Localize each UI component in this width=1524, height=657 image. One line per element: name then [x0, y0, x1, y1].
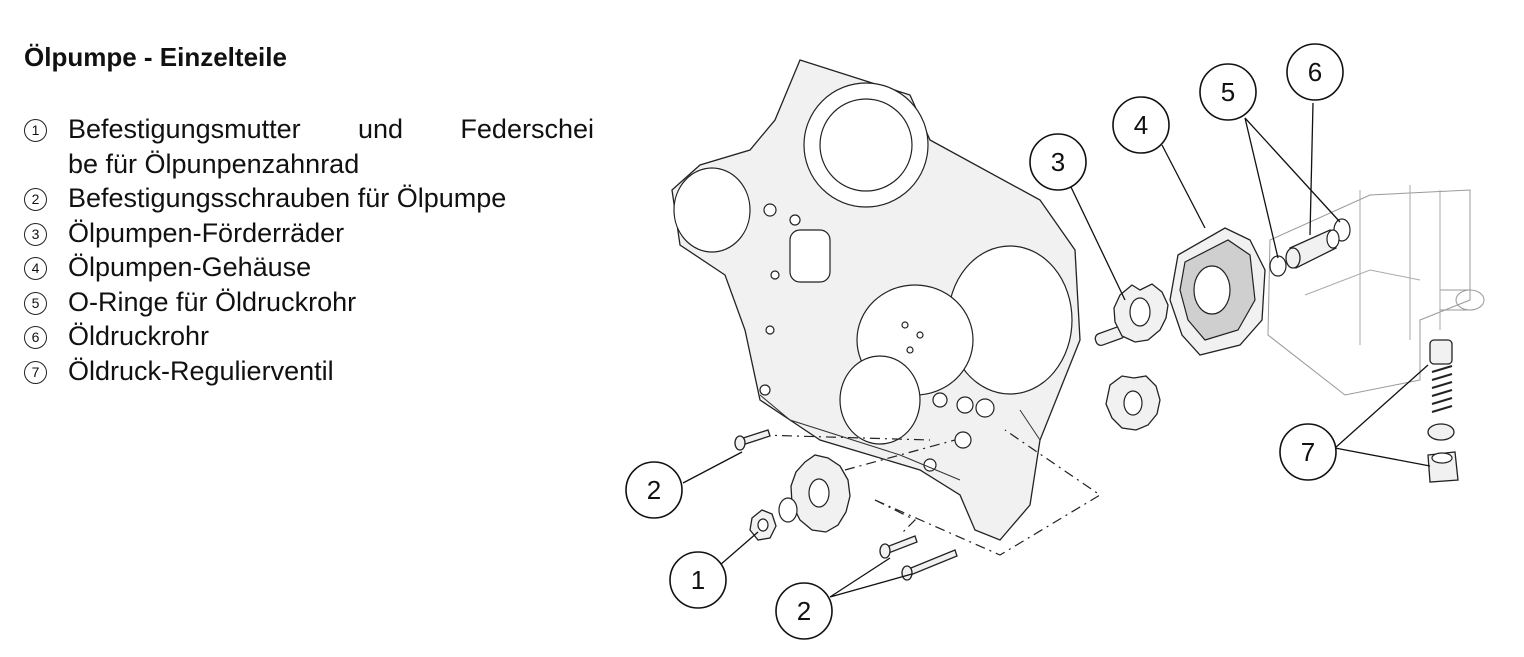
- legend-text: Öldruck-Regulierventil: [68, 355, 334, 386]
- legend-number: 7: [24, 360, 47, 384]
- legend-item: 6 Öldruckrohr: [24, 319, 594, 354]
- callout-2-lower-label: 2: [797, 596, 811, 626]
- legend-text: Befestigungsmutter und Federschei: [68, 114, 594, 144]
- alignment-lines: [759, 429, 1102, 556]
- legend-text: Ölpumpen-Förderräder: [68, 217, 345, 248]
- callout-4-label: 4: [1134, 110, 1148, 140]
- legend-number: 2: [24, 188, 47, 211]
- legend-number: 4: [24, 257, 47, 280]
- legend-text: Öldruckrohr: [68, 321, 210, 351]
- legend-text: O-Ringe für Öldruckrohr: [68, 286, 357, 317]
- callout-7: 7: [1279, 423, 1337, 481]
- callout-5-label: 5: [1221, 77, 1235, 107]
- legend-number: 3: [24, 222, 47, 246]
- page-title: Ölpumpe - Einzelteile: [24, 42, 287, 72]
- exploded-view-diagram: 1 2 2 3 4 5 6 7: [625, 43, 1485, 640]
- callout-1-label: 1: [691, 565, 705, 595]
- pump-housing: [1169, 227, 1266, 356]
- legend-number: 1: [24, 119, 47, 142]
- callout-5: 5: [1199, 63, 1257, 121]
- callout-3: 3: [1029, 133, 1087, 191]
- front-cover-plate: [671, 59, 1081, 541]
- legend-item: 7 Öldruck-Regulierventil: [24, 354, 594, 389]
- parts-legend: 1 Befestigungsmutter und Federschei be f…: [24, 112, 594, 388]
- pressure-regulator-valve: [1427, 339, 1459, 483]
- legend-item: 1 Befestigungsmutter und Federschei be f…: [24, 112, 594, 181]
- leader-lines: [682, 102, 1431, 598]
- legend-text: Befestigungsschrauben für Ölpumpe: [68, 183, 507, 213]
- legend-item: 3 Ölpumpen-Förderräder: [24, 216, 594, 251]
- legend-item: 2 Befestigungsschrauben für Ölpumpe: [24, 181, 594, 216]
- mounting-bolts: [734, 429, 958, 581]
- lower-pump-gear: [1105, 375, 1161, 431]
- callout-6: 6: [1286, 43, 1344, 101]
- upper-pump-gear: [1094, 283, 1169, 347]
- callout-6-label: 6: [1308, 57, 1322, 87]
- callout-2-upper-label: 2: [647, 475, 661, 505]
- legend-number: 6: [24, 326, 47, 349]
- callout-2-upper: 2: [625, 461, 683, 519]
- legend-number: 5: [24, 291, 47, 315]
- callout-4: 4: [1112, 96, 1170, 154]
- legend-item: 4 Ölpumpen-Gehäuse: [24, 250, 594, 285]
- callout-7-label: 7: [1301, 437, 1315, 467]
- callout-2-lower: 2: [775, 582, 833, 640]
- engine-block: [1267, 185, 1485, 396]
- callout-1: 1: [669, 551, 727, 609]
- legend-text-continuation: be für Ölpunpenzahnrad: [68, 148, 360, 179]
- legend-item: 5 O-Ringe für Öldruckrohr: [24, 285, 594, 320]
- legend-text: Ölpumpen-Gehäuse: [68, 252, 312, 282]
- drive-gear-assembly: [749, 454, 851, 541]
- callout-3-label: 3: [1051, 147, 1065, 177]
- oil-pressure-tube: [1269, 218, 1351, 277]
- pump-gears: [1094, 283, 1169, 431]
